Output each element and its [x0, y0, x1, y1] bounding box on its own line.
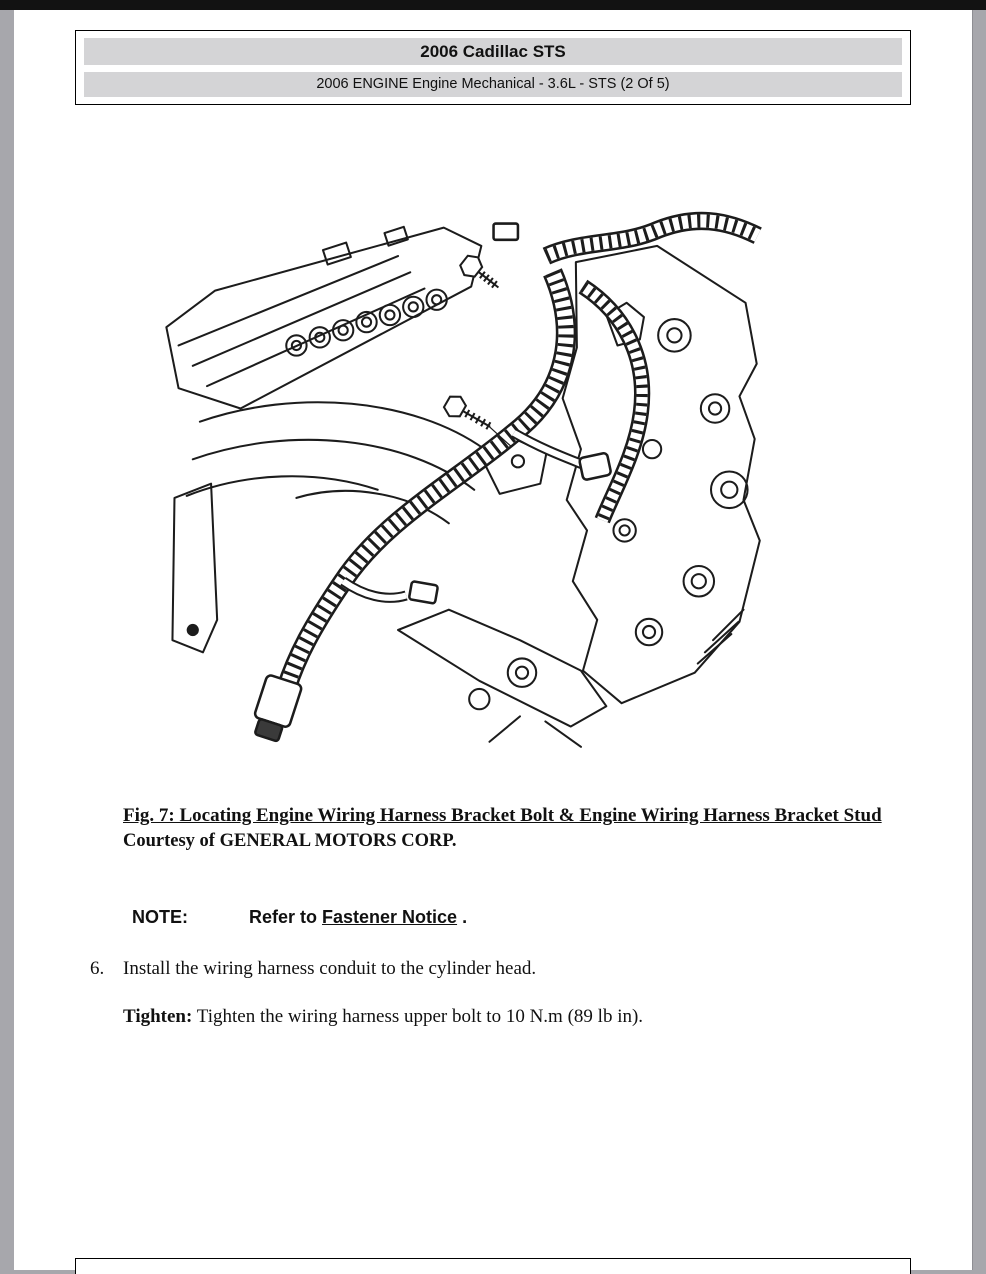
note-row: NOTE: Refer to Fastener Notice . [132, 907, 892, 928]
vehicle-title-bar: 2006 Cadillac STS [84, 38, 902, 65]
top-border-strip [0, 0, 986, 10]
figure-courtesy: Courtesy of GENERAL MOTORS CORP. [123, 831, 457, 851]
vehicle-title: 2006 Cadillac STS [420, 42, 566, 61]
tighten-text: Tighten the wiring harness upper bolt to… [196, 1006, 644, 1027]
figure-caption-block: Fig. 7: Locating Engine Wiring Harness B… [123, 803, 905, 854]
section-title: 2006 ENGINE Engine Mechanical - 3.6L - S… [316, 76, 670, 92]
note-label: NOTE: [132, 907, 188, 927]
procedure-step: 6. Install the wiring harness conduit to… [90, 958, 930, 980]
next-section-box-partial [75, 1258, 911, 1274]
engine-wiring-harness-drawing [165, 211, 762, 748]
figure-caption: Fig. 7: Locating Engine Wiring Harness B… [123, 805, 882, 826]
note-suffix: . [457, 907, 468, 927]
harness-connectors [253, 222, 612, 743]
harness-conduits [276, 211, 762, 693]
figure-illustration [144, 190, 774, 755]
fastener-notice-link[interactable]: Fastener Notice [322, 907, 458, 927]
note-text: Refer to Fastener Notice . [249, 907, 467, 928]
section-title-bar: 2006 ENGINE Engine Mechanical - 3.6L - S… [84, 72, 902, 97]
step-number: 6. [90, 958, 105, 979]
bracket-bolt-and-stud [442, 254, 513, 448]
tighten-label: Tighten: [123, 1006, 193, 1027]
document-page: 2006 Cadillac STS 2006 ENGINE Engine Mec… [14, 10, 973, 1274]
engine-structure [165, 225, 761, 748]
tighten-spec: Tighten: Tighten the wiring harness uppe… [123, 1006, 923, 1028]
header-gap [84, 65, 902, 72]
vehicle-header-box: 2006 Cadillac STS 2006 ENGINE Engine Mec… [75, 30, 911, 105]
note-prefix: Refer to [249, 907, 323, 927]
step-text: Install the wiring harness conduit to th… [123, 958, 537, 979]
